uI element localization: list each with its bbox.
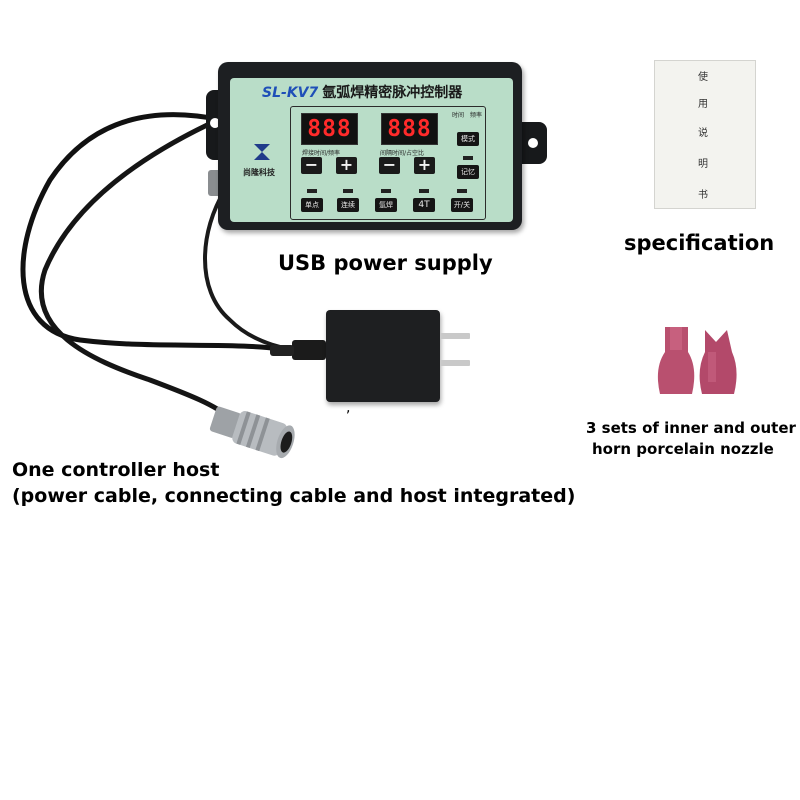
left-minus-button[interactable]: − bbox=[301, 157, 322, 174]
manual-char: 用 bbox=[698, 99, 708, 110]
memory-led bbox=[463, 156, 473, 160]
nozzle-label-line1: 3 sets of inner and outer bbox=[586, 419, 796, 437]
memory-button[interactable]: 记忆 bbox=[457, 165, 479, 179]
usb-plug bbox=[292, 340, 326, 360]
brand-logo-icon bbox=[254, 144, 270, 160]
controller-name: 氩弧焊精密脉冲控制器 bbox=[322, 85, 463, 101]
label-left: 焊接时间/频率 bbox=[302, 150, 341, 157]
nozzle-label-line2: horn porcelain nozzle bbox=[592, 440, 774, 458]
adapter-prong-bottom bbox=[440, 360, 470, 366]
ear-hole-right bbox=[528, 138, 538, 148]
porcelain-nozzle-icon bbox=[657, 327, 737, 394]
led-power bbox=[457, 189, 467, 193]
connecting-cable bbox=[38, 115, 233, 421]
left-plus-button[interactable]: + bbox=[336, 157, 357, 174]
brand-text: 尚隆科技 bbox=[243, 168, 275, 177]
display-left: 888 bbox=[301, 113, 358, 145]
label-right: 间隔时间/占空比 bbox=[380, 150, 425, 157]
specification-label: specification bbox=[624, 231, 775, 255]
ear-hole-left bbox=[210, 118, 220, 128]
led-4t bbox=[419, 189, 429, 193]
led-argon bbox=[381, 189, 391, 193]
mode-button[interactable]: 模式 bbox=[457, 132, 479, 146]
host-label-line1: One controller host bbox=[12, 459, 220, 481]
aviation-connector-icon bbox=[209, 406, 295, 459]
usb-power-label: USB power supply bbox=[278, 251, 493, 275]
single-button[interactable]: 单点 bbox=[301, 198, 323, 212]
user-manual bbox=[654, 60, 756, 209]
usb-adapter bbox=[326, 310, 440, 402]
led-continuous bbox=[343, 189, 353, 193]
continuous-button[interactable]: 连续 bbox=[337, 198, 359, 212]
model-label: SL-KV7 bbox=[262, 85, 319, 101]
control-frame bbox=[290, 106, 486, 220]
4t-button[interactable]: 4T bbox=[413, 198, 435, 212]
adapter-prong-top bbox=[440, 333, 470, 339]
freq-label: 频率 bbox=[470, 112, 483, 119]
manual-char: 说 bbox=[698, 128, 708, 139]
power-cable bbox=[20, 112, 303, 355]
time-label: 时间 bbox=[452, 112, 465, 119]
led-single bbox=[307, 189, 317, 193]
manual-char: 明 bbox=[698, 159, 708, 170]
manual-char: 使 bbox=[698, 72, 708, 83]
manual-char: 书 bbox=[698, 190, 708, 201]
stray-mark: , bbox=[346, 400, 351, 416]
right-minus-button[interactable]: − bbox=[379, 157, 400, 174]
argon-button[interactable]: 氩焊 bbox=[375, 198, 397, 212]
host-label-line2: (power cable, connecting cable and host … bbox=[12, 485, 576, 507]
power-button[interactable]: 开/关 bbox=[451, 198, 473, 212]
right-plus-button[interactable]: + bbox=[414, 157, 435, 174]
display-right: 888 bbox=[381, 113, 438, 145]
